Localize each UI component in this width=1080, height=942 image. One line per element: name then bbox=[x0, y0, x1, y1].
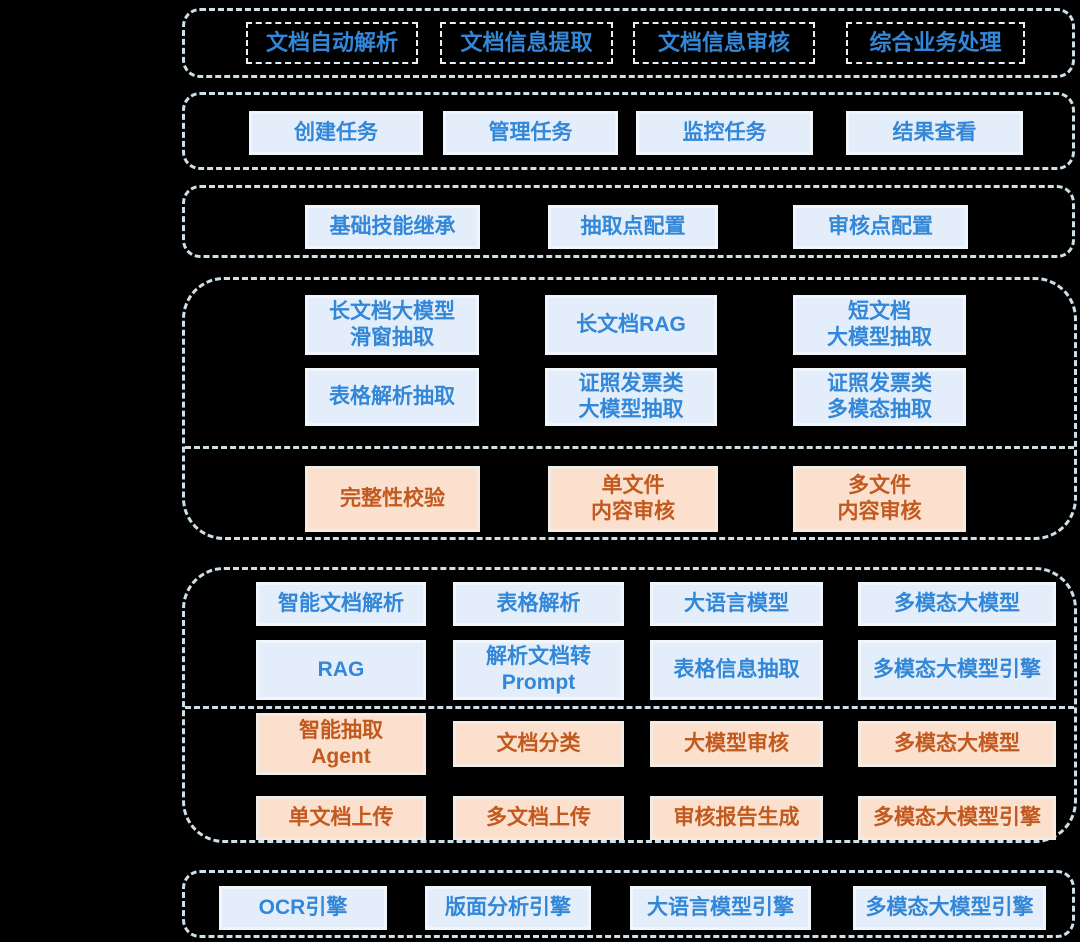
layout-analysis-engine-box: 版面分析引擎 bbox=[425, 886, 591, 930]
llm-engine-box: 大语言模型引擎 bbox=[630, 886, 811, 930]
base-skill-inherit-box: 基础技能继承 bbox=[305, 205, 480, 249]
smart-doc-parse-box: 智能文档解析 bbox=[256, 582, 426, 626]
extraction-audit-divider bbox=[185, 446, 1074, 449]
multi-doc-upload-box: 多文档上传 bbox=[453, 796, 624, 840]
multimodal-llm-box-2: 多模态大模型 bbox=[858, 721, 1056, 767]
audit-point-config-box: 审核点配置 bbox=[793, 205, 968, 249]
capabilities-divider bbox=[185, 706, 1074, 709]
doc-classify-box: 文档分类 bbox=[453, 721, 624, 767]
layer-extraction-audit: 长文档大模型 滑窗抽取 长文档RAG 短文档 大模型抽取 表格解析抽取 证照发票… bbox=[182, 277, 1077, 540]
layer-task-management: 创建任务 管理任务 监控任务 结果查看 bbox=[182, 92, 1075, 170]
license-invoice-llm-extract-box: 证照发票类 大模型抽取 bbox=[545, 368, 717, 426]
table-parse-extract-box: 表格解析抽取 bbox=[305, 368, 479, 426]
extract-point-config-box: 抽取点配置 bbox=[548, 205, 718, 249]
table-info-extract-box: 表格信息抽取 bbox=[650, 640, 823, 700]
rag-box: RAG bbox=[256, 640, 426, 700]
smart-extract-agent-box: 智能抽取 Agent bbox=[256, 713, 426, 775]
scenario-integrated-business: 综合业务处理 bbox=[846, 22, 1025, 64]
multimodal-llm-engine-box: 多模态大模型引擎 bbox=[858, 640, 1056, 700]
scenario-doc-auto-parse: 文档自动解析 bbox=[246, 22, 418, 64]
scenario-doc-info-extract: 文档信息提取 bbox=[440, 22, 613, 64]
layer-configuration: 基础技能继承 抽取点配置 审核点配置 bbox=[182, 185, 1075, 258]
long-doc-rag-box: 长文档RAG bbox=[545, 295, 717, 355]
monitor-task-box: 监控任务 bbox=[636, 111, 813, 155]
multimodal-llm-engine-box-3: 多模态大模型引擎 bbox=[853, 886, 1046, 930]
license-invoice-multimodal-extract-box: 证照发票类 多模态抽取 bbox=[793, 368, 966, 426]
scenario-doc-info-audit: 文档信息审核 bbox=[633, 22, 815, 64]
table-parse-box: 表格解析 bbox=[453, 582, 624, 626]
create-task-box: 创建任务 bbox=[249, 111, 423, 155]
manage-task-box: 管理任务 bbox=[443, 111, 618, 155]
llm-audit-box: 大模型审核 bbox=[650, 721, 823, 767]
multimodal-llm-box: 多模态大模型 bbox=[858, 582, 1056, 626]
layer-engines: OCR引擎 版面分析引擎 大语言模型引擎 多模态大模型引擎 bbox=[182, 870, 1075, 938]
multimodal-llm-engine-box-2: 多模态大模型引擎 bbox=[858, 796, 1056, 840]
audit-report-generate-box: 审核报告生成 bbox=[650, 796, 823, 840]
parse-doc-to-prompt-box: 解析文档转 Prompt bbox=[453, 640, 624, 700]
single-file-content-audit-box: 单文件 内容审核 bbox=[548, 466, 718, 532]
single-doc-upload-box: 单文档上传 bbox=[256, 796, 426, 840]
layer-capabilities: 智能文档解析 表格解析 大语言模型 多模态大模型 RAG 解析文档转 Promp… bbox=[182, 567, 1077, 843]
multi-file-content-audit-box: 多文件 内容审核 bbox=[793, 466, 966, 532]
long-doc-sliding-window-extract-box: 长文档大模型 滑窗抽取 bbox=[305, 295, 479, 355]
llm-box: 大语言模型 bbox=[650, 582, 823, 626]
completeness-check-box: 完整性校验 bbox=[305, 466, 480, 532]
view-results-box: 结果查看 bbox=[846, 111, 1023, 155]
layer-business-scenarios: 文档自动解析 文档信息提取 文档信息审核 综合业务处理 bbox=[182, 8, 1075, 78]
ocr-engine-box: OCR引擎 bbox=[219, 886, 387, 930]
short-doc-llm-extract-box: 短文档 大模型抽取 bbox=[793, 295, 966, 355]
